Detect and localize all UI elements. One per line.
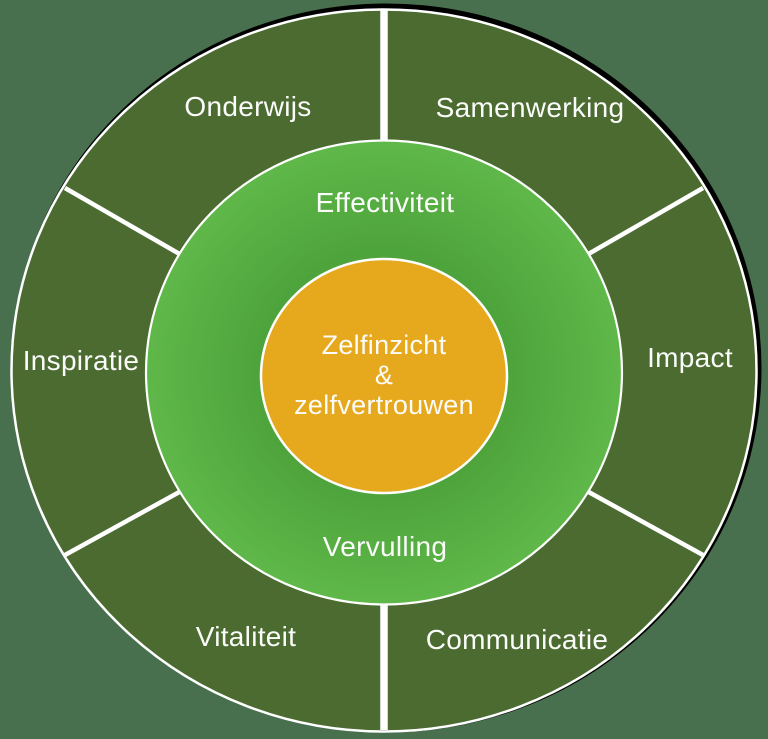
center-text-ampersand: & <box>374 360 394 390</box>
segment-label-vitaliteit: Vitaliteit <box>195 621 297 652</box>
center-circle <box>261 259 507 493</box>
segment-label-samenwerking: Samenwerking <box>435 92 625 123</box>
center-text-line1: Zelfinzicht <box>321 330 447 360</box>
outer-ring-border <box>10 8 758 733</box>
segment-label-impact: Impact <box>647 342 733 373</box>
divider-line-southwest <box>63 488 185 557</box>
segment-label-onderwijs: Onderwijs <box>184 91 312 122</box>
center-text-line3: zelfvertrouwen <box>294 390 474 420</box>
middle-ring-border <box>144 139 624 606</box>
middle-ring-label-effectiviteit: Effectiviteit <box>315 187 455 218</box>
segment-label-communicatie: Communicatie <box>425 624 609 655</box>
divider-line-northwest <box>63 186 185 258</box>
divider-line-northeast <box>583 186 705 258</box>
segment-label-inspiratie: Inspiratie <box>22 345 140 376</box>
divider-line-southeast <box>583 488 705 557</box>
center-circle-text: Zelfinzicht & zelfvertrouwen <box>294 330 474 420</box>
middle-ring-label-vervulling: Vervulling <box>322 531 448 562</box>
center-circle-border <box>259 257 509 495</box>
